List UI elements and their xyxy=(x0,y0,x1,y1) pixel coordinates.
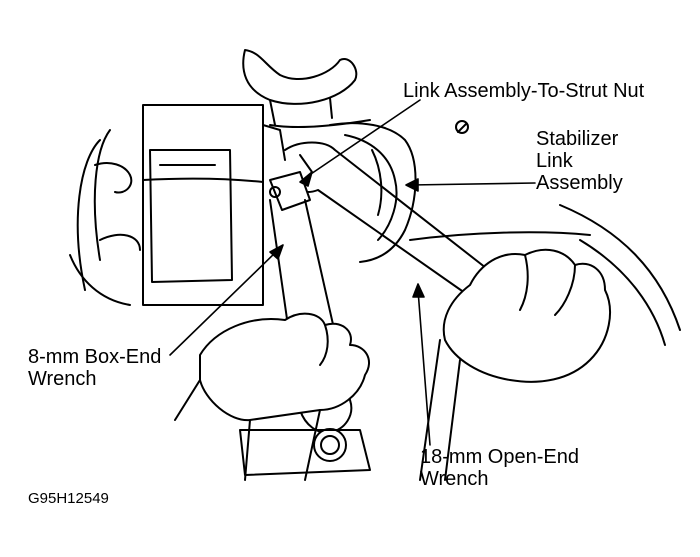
open-wrench-label-line1: 18-mm Open-End xyxy=(420,446,579,468)
leader-lines xyxy=(169,99,536,446)
figure-code: G95H12549 xyxy=(28,490,109,507)
tire-arc xyxy=(559,204,681,346)
strut-body xyxy=(69,104,286,306)
box-wrench-label-line1: 8-mm Box-End xyxy=(28,346,162,368)
stabilizer-label-line3: Assembly xyxy=(536,172,623,194)
open-wrench-label-line2: Wrench xyxy=(420,468,489,490)
box-wrench-label-line2: Wrench xyxy=(28,368,97,390)
upper-mount xyxy=(242,49,371,129)
stabilizer-label-line1: Stabilizer xyxy=(536,128,619,150)
strut-nut-label: Link Assembly-To-Strut Nut xyxy=(403,80,645,102)
stabilizer-link xyxy=(329,120,591,263)
left-hand xyxy=(174,312,371,481)
right-hand xyxy=(419,248,611,481)
stabilizer-label-line2: Link xyxy=(536,150,573,172)
